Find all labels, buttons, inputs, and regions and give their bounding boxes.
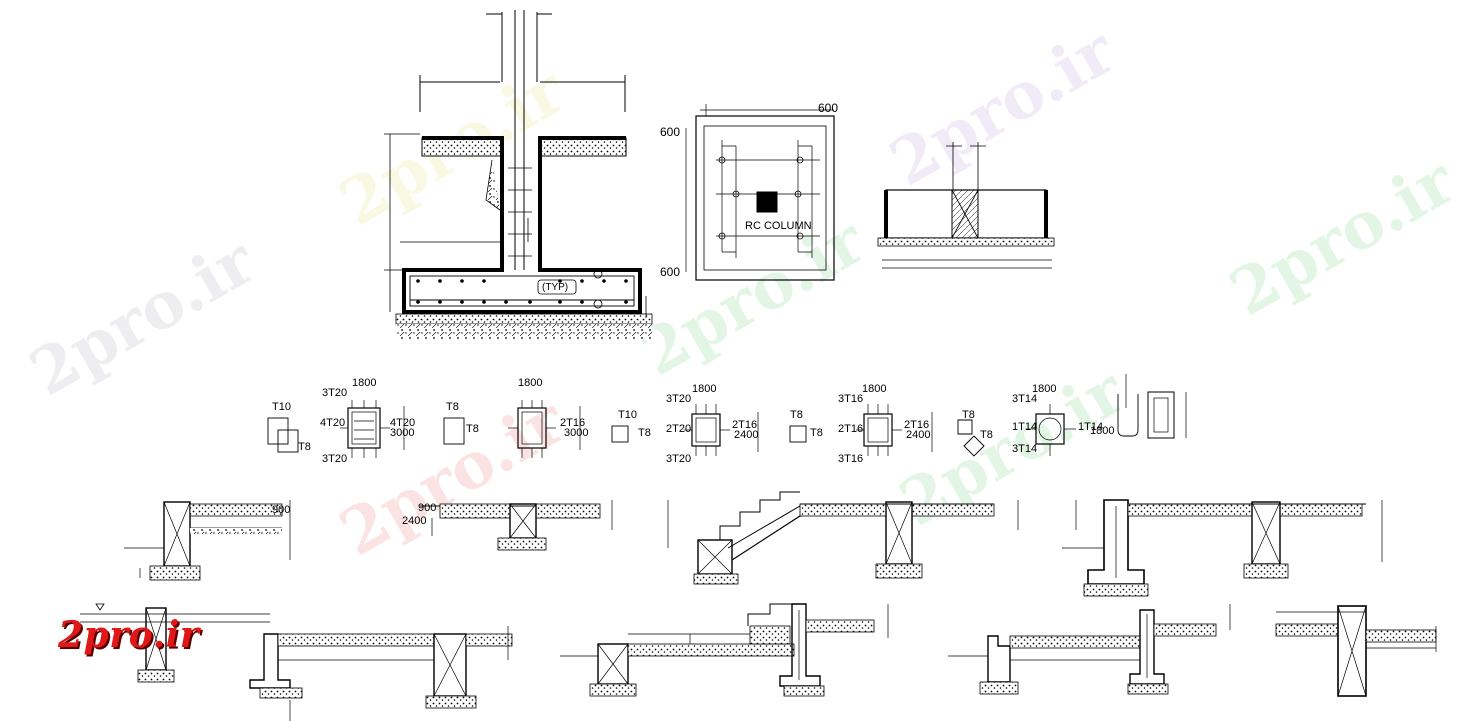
section-2-width: 1800 bbox=[518, 377, 542, 389]
typ-label-box bbox=[537, 279, 577, 295]
site-logo: 2pro.ir bbox=[58, 614, 200, 656]
section-1-top: 3T20 bbox=[322, 387, 347, 399]
stirrup-3-top: T10 bbox=[618, 409, 637, 421]
section-3-top: 3T20 bbox=[666, 393, 691, 405]
section-2-depth: 3000 bbox=[564, 427, 588, 439]
section-3-side-right: 2T16 bbox=[732, 419, 757, 431]
ground-beam-elevation bbox=[877, 142, 1055, 269]
section-1-depth: 3000 bbox=[390, 427, 414, 439]
section-1-side-left: 4T20 bbox=[320, 417, 345, 429]
stirrup-1-bottom: T8 bbox=[298, 441, 311, 453]
section-4-width: 1800 bbox=[862, 383, 886, 395]
section-4-side-right: 2T16 bbox=[904, 419, 929, 431]
beam-sections-row bbox=[267, 374, 1187, 458]
section-5-depth: 1800 bbox=[1090, 425, 1114, 437]
section-1-side-right: 4T20 bbox=[390, 417, 415, 429]
dim-900-b: 900 bbox=[418, 502, 436, 514]
dim-2400: 2400 bbox=[402, 515, 426, 527]
section-3-bottom: 3T20 bbox=[666, 453, 691, 465]
stirrup-2-top: T8 bbox=[446, 401, 459, 413]
section-3-depth: 2400 bbox=[734, 429, 758, 441]
section-2-side-right: 2T16 bbox=[560, 417, 585, 429]
section-5-bottom: 3T14 bbox=[1012, 443, 1037, 455]
section-3-width: 1800 bbox=[692, 383, 716, 395]
section-5-width: 1800 bbox=[1032, 383, 1056, 395]
slab-details-row-2 bbox=[80, 603, 1437, 721]
stirrup-5-top: T8 bbox=[962, 409, 975, 421]
stirrup-4-top: T8 bbox=[790, 409, 803, 421]
stirrup-1-top: T10 bbox=[272, 401, 291, 413]
section-3-side-left: 2T20 bbox=[666, 423, 691, 435]
slab-details-row-1 bbox=[124, 491, 1383, 597]
footing-section bbox=[384, 10, 653, 340]
column-plan-dim-left-top: 600 bbox=[660, 125, 680, 139]
section-4-side-left: 2T16 bbox=[838, 423, 863, 435]
column-plan-dim-left-bottom: 600 bbox=[660, 265, 680, 279]
section-4-bottom: 3T16 bbox=[838, 453, 863, 465]
section-1-bottom: 3T20 bbox=[322, 453, 347, 465]
stirrup-5-bottom: T8 bbox=[980, 429, 993, 441]
section-4-depth: 2400 bbox=[906, 429, 930, 441]
section-5-side-left: 1T14 bbox=[1012, 421, 1037, 433]
stirrup-2-bottom: T8 bbox=[466, 423, 479, 435]
section-4-top: 3T16 bbox=[838, 393, 863, 405]
beam-section-labels: 1800 3T20 3T20 4T20 4T20 3000 T10 T8 180… bbox=[272, 377, 1114, 465]
column-plan-dim-top: 600 bbox=[818, 101, 838, 115]
column-plan bbox=[685, 104, 835, 281]
stirrup-4-bottom: T8 bbox=[810, 427, 823, 439]
stirrup-3-bottom: T8 bbox=[638, 427, 651, 439]
section-1-width: 1800 bbox=[352, 377, 376, 389]
dim-900-a: 900 bbox=[272, 504, 290, 516]
rc-column-label: RC COLUMN bbox=[745, 220, 812, 232]
typ-label: (TYP) bbox=[542, 282, 568, 293]
section-5-top: 3T14 bbox=[1012, 393, 1037, 405]
section-5-side-right: 1T14 bbox=[1078, 421, 1103, 433]
